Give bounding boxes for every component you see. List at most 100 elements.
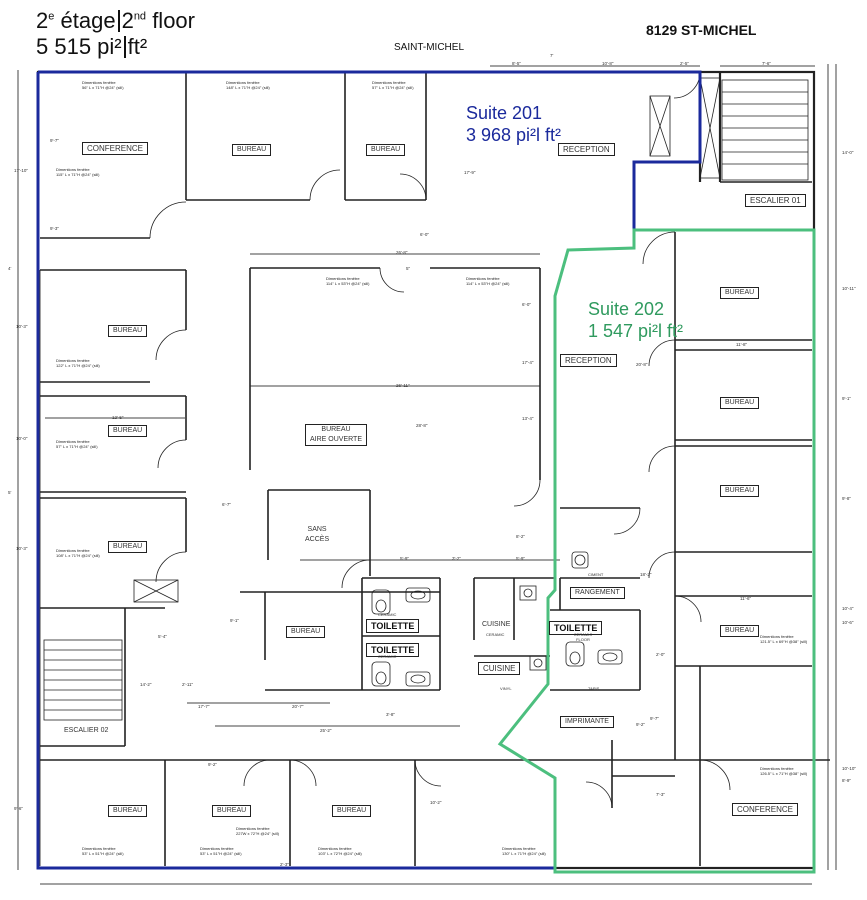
room-rangement: RANGEMENT: [570, 587, 625, 599]
floor-ceramic-floor: CERAMIC FLOOR: [573, 632, 593, 642]
dimension-lines: [17, 64, 837, 885]
dimension: 26'-11": [396, 383, 410, 388]
dimension: 20'-7": [292, 704, 304, 709]
room-conference-2: CONFERENCE: [732, 803, 799, 816]
dimension: 12'-5": [112, 415, 124, 420]
room-bureau-top-2: BUREAU: [366, 144, 406, 156]
room-sans-acces: SANS ACCÈS: [305, 525, 329, 545]
room-open-area: BUREAU AIRE OUVERTE: [305, 424, 367, 446]
dimension: 9'-6": [14, 806, 23, 811]
floor-ciment: CIMENT: [588, 572, 604, 577]
dimension: 9'-2": [208, 762, 217, 767]
dimension: 9'-7": [50, 138, 59, 143]
dimension: 10'-3": [16, 324, 28, 329]
dimension: 6'-0": [420, 232, 429, 237]
dimension: 10'-3": [16, 546, 28, 551]
dimension: 5': [8, 490, 12, 495]
dimension: 2'-0": [656, 652, 665, 657]
room-reception-201: RECEPTION: [558, 143, 615, 156]
room-bureau-top-1: BUREAU: [232, 144, 272, 156]
dimension: 2'-5": [680, 61, 689, 66]
dimension: 7'-6": [762, 61, 771, 66]
suite-201-area: 3 968 pi²l ft²: [466, 125, 562, 145]
dimension: 17'-7": [198, 704, 210, 709]
room-sans-acces-line-2: ACCÈS: [305, 536, 330, 543]
room-toilette-3: TOILETTE: [549, 621, 603, 635]
dimension: 8'-5": [512, 61, 521, 66]
dimension: 18'-2": [640, 572, 652, 577]
stairs: [43, 77, 809, 721]
room-bureau-bot-3: BUREAU: [332, 805, 372, 817]
dimension: 9'-2": [636, 722, 645, 727]
dimension: 7': [550, 53, 554, 58]
dimension: 11'-8": [736, 342, 748, 347]
floor-ceramic-3: CERAMIC: [486, 632, 505, 637]
room-bureau-left-1: BUREAU: [108, 325, 148, 337]
room-cuisine-2: CUISINE: [478, 662, 521, 675]
dimension: 17'-4": [522, 360, 534, 365]
room-bureau-202-2: BUREAU: [720, 397, 760, 409]
dimension: 20'-8": [636, 362, 648, 367]
room-bureau-left-2: BUREAU: [108, 425, 148, 437]
suite-202-name: Suite 202: [588, 299, 665, 319]
room-bureau-left-3: BUREAU: [108, 541, 148, 553]
room-bureau-bot-1: BUREAU: [108, 805, 148, 817]
floor-tapis: TAPIS: [588, 686, 600, 691]
dimension: 25'-2": [320, 728, 332, 733]
fixtures: [371, 95, 671, 687]
dimension: 5": [406, 266, 411, 271]
dimension: 10'-6": [842, 620, 854, 625]
suite-202-boundary: [497, 228, 816, 874]
dimension: 10'-4": [842, 606, 854, 611]
divider-bar: [123, 36, 126, 58]
room-sans-acces-line-1: SANS: [307, 526, 327, 533]
dimension: 3'-8": [386, 712, 395, 717]
dimension: 10'-8": [602, 61, 614, 66]
room-toilette-2: TOILETTE: [366, 643, 420, 657]
street-label: SAINT-MICHEL: [394, 42, 465, 53]
floor-ceramic-1: CERAMIC: [378, 612, 397, 617]
dimension: 4': [8, 266, 12, 271]
address-label: 8129 ST-MICHEL: [646, 22, 757, 38]
room-imprimante: IMPRIMANTE: [560, 716, 614, 728]
dimension: 26'-8": [396, 250, 408, 255]
dimension: 6'-0": [522, 302, 531, 307]
dimension: 9'-7": [650, 716, 659, 721]
dimension: 9'-8": [842, 496, 851, 501]
dimension: 13'-4": [522, 416, 534, 421]
floor-vinyl: VINYL: [500, 686, 512, 691]
room-open-area-line-1: BUREAU: [321, 426, 351, 433]
dimension: 14'-2": [140, 682, 152, 687]
dimension: 9'-1": [842, 396, 851, 401]
room-escalier-01: ESCALIER 01: [745, 194, 806, 207]
dimension: 28'-8": [416, 423, 428, 428]
dimension: 5'-9": [516, 556, 525, 561]
room-open-area-line-2: AIRE OUVERTE: [310, 436, 362, 443]
room-bureau-202-1: BUREAU: [720, 287, 760, 299]
room-toilette-1: TOILETTE: [366, 619, 420, 633]
suite-201-boundary-left: [36, 72, 555, 870]
divider-bar: [117, 10, 120, 32]
interior-walls: [40, 72, 830, 866]
dimension: 9'-1": [230, 618, 239, 623]
suite-201-name: Suite 201: [466, 103, 543, 123]
dimension: 7'-3": [656, 792, 665, 797]
dimension: 5'-9": [400, 556, 409, 561]
dimension: 3'-2": [452, 556, 461, 561]
suite-201-boundary-top: [38, 70, 702, 248]
dimension: 8'-2": [516, 534, 525, 539]
floor-ceramic-2: CERAMIC: [378, 654, 397, 659]
